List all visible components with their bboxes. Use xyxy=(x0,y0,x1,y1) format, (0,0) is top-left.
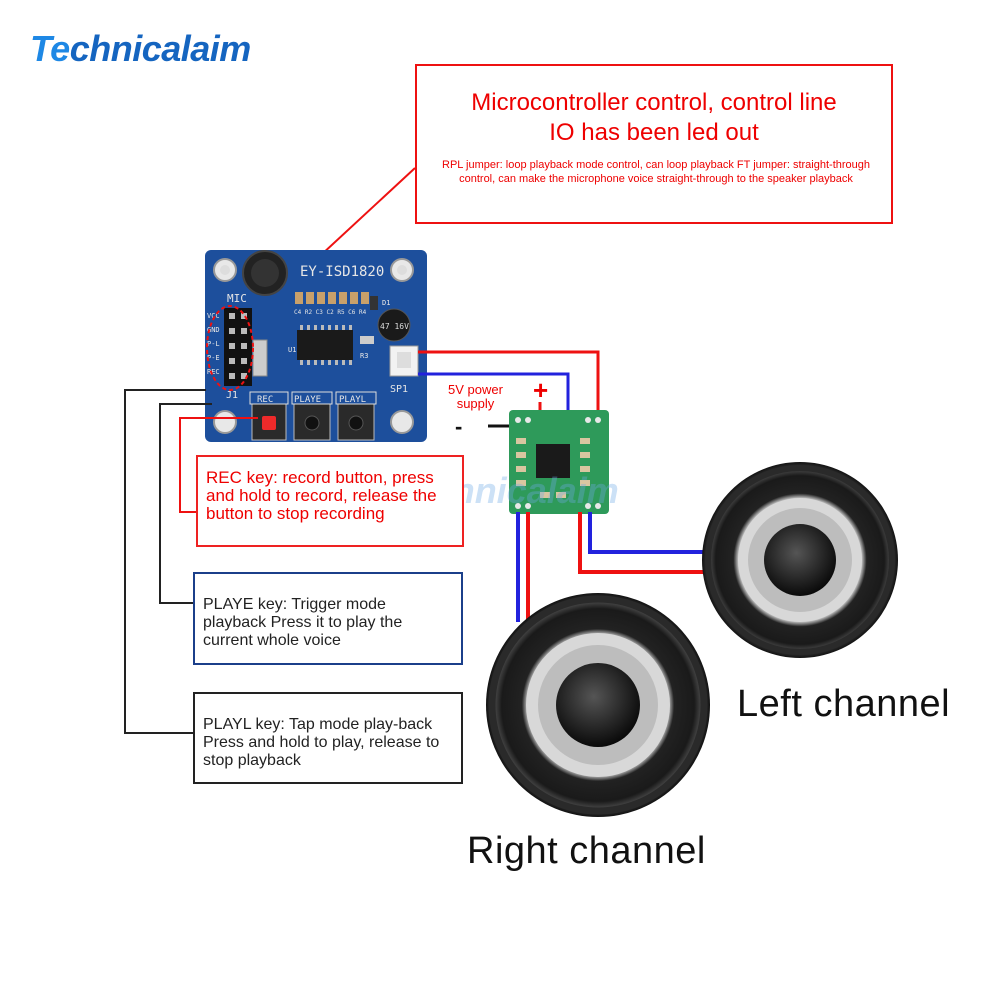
playe-key-callout: PLAYE key: Trigger mode playback Press i… xyxy=(193,572,463,665)
right-channel-label: Right channel xyxy=(467,830,706,872)
pin-labels: VCC GND P-L P-E REC xyxy=(207,312,220,376)
button-playe xyxy=(293,403,331,441)
power-supply-label: 5V power supply xyxy=(448,382,503,411)
capacitor xyxy=(377,308,411,342)
button-rec xyxy=(251,403,287,441)
svg-text:VCC: VCC xyxy=(207,312,220,320)
left-channel-label: Left channel xyxy=(737,683,951,725)
component-labels: C4 R2 C3 C2 R5 C6 R4 xyxy=(294,309,367,316)
d1-label: D1 xyxy=(382,299,390,307)
button-playl xyxy=(337,403,375,441)
left-channel-wire-red xyxy=(578,512,712,574)
mic-label: MIC xyxy=(227,292,247,305)
capacitor-label: 47 16V xyxy=(380,322,409,331)
playl-button-label: PLAYL xyxy=(339,395,366,405)
playl-leader-line xyxy=(124,389,206,734)
control-pins-highlight xyxy=(206,305,254,391)
sp1-label: SP1 xyxy=(390,384,408,395)
j1-header xyxy=(224,308,252,386)
amplifier-chip xyxy=(536,444,570,478)
power-plus-symbol: + xyxy=(533,375,549,405)
playl-key-description: PLAYL key: Tap mode play-back Press and … xyxy=(203,716,440,769)
playe-button-label: PLAYE xyxy=(294,395,321,405)
microcontroller-callout: Microcontroller control, control line IO… xyxy=(415,64,893,224)
rec-key-callout: REC key: record button, press and hold t… xyxy=(196,455,464,547)
mount-hole xyxy=(390,410,414,434)
power-minus-symbol: - xyxy=(455,414,463,439)
smd-components xyxy=(295,292,369,304)
mount-hole xyxy=(213,410,237,434)
callout-description: RPL jumper: loop playback mode control, … xyxy=(442,159,870,185)
board-model-label: EY-ISD1820 xyxy=(300,264,384,280)
left-speaker xyxy=(702,462,898,658)
svg-text:REC: REC xyxy=(207,368,220,376)
rec-button-label: REC xyxy=(257,395,273,405)
r3-label: R3 xyxy=(360,352,368,360)
left-channel-wire-blue xyxy=(588,512,712,554)
svg-text:P-L: P-L xyxy=(207,340,220,348)
playe-leader-line xyxy=(159,403,212,604)
rec-key-description: REC key: record button, press and hold t… xyxy=(206,468,437,523)
speaker-wire-blue xyxy=(418,372,570,418)
callout-title: Microcontroller control, control line IO… xyxy=(471,89,837,146)
right-speaker xyxy=(486,593,710,817)
isd1820-chip xyxy=(297,330,353,360)
playe-key-description: PLAYE key: Trigger mode playback Press i… xyxy=(203,596,403,649)
svg-text:GND: GND xyxy=(207,326,220,334)
ic-label: U1 xyxy=(288,346,296,354)
brand-logo: Technicalaim xyxy=(30,28,251,69)
playl-key-callout: PLAYL key: Tap mode play-back Press and … xyxy=(193,692,463,784)
svg-text:P-E: P-E xyxy=(207,354,220,362)
j1-label: J1 xyxy=(226,390,238,401)
speaker-wire-red xyxy=(418,350,600,418)
rec-leader-line xyxy=(179,417,258,513)
